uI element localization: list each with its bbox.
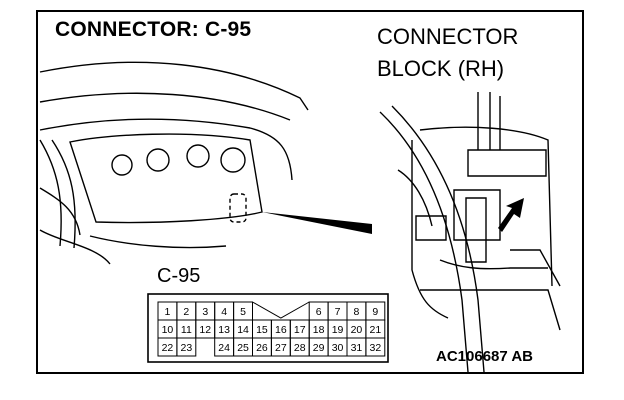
pin-number: 14 — [237, 324, 249, 336]
pin-number: 32 — [370, 342, 382, 354]
pin-number: 17 — [294, 324, 306, 336]
connector-outer-frame — [147, 293, 389, 363]
connector-name-label: C-95 — [157, 265, 201, 287]
pin-number: 4 — [221, 306, 227, 318]
connector-block-label-line2: BLOCK (RH) — [377, 56, 505, 81]
pin-grid-lines — [157, 301, 386, 357]
pin-cell — [176, 337, 197, 357]
pin-number: 22 — [162, 342, 174, 354]
pin-number: 24 — [218, 342, 230, 354]
pin-number: 19 — [332, 324, 344, 336]
pin-number: 30 — [332, 342, 344, 354]
pin-number: 23 — [181, 342, 193, 354]
connector-title: CONNECTOR: C-95 — [55, 18, 252, 41]
pin-number: 27 — [275, 342, 287, 354]
pin-number: 29 — [313, 342, 325, 354]
pin-number: 16 — [275, 324, 287, 336]
figure-code: AC106687 AB — [436, 348, 533, 365]
connector-block-label-line1: CONNECTOR — [377, 24, 519, 49]
pin-number: 20 — [351, 324, 363, 336]
pin-number: 25 — [237, 342, 249, 354]
pin-number: 8 — [354, 306, 360, 318]
pin-number: 9 — [372, 306, 378, 318]
pin-number: 5 — [240, 306, 246, 318]
arrow-indicator — [498, 198, 524, 232]
pin-number: 1 — [165, 306, 171, 318]
pin-number: 13 — [218, 324, 230, 336]
pointer-wedge — [262, 212, 372, 234]
pin-number: 3 — [202, 306, 208, 318]
keying-notch — [252, 301, 310, 319]
pin-number: 21 — [370, 324, 382, 336]
pin-number: 7 — [335, 306, 341, 318]
pin-number: 31 — [351, 342, 363, 354]
pin-number: 11 — [181, 324, 192, 336]
pin-number: 15 — [256, 324, 268, 336]
pin-number: 18 — [313, 324, 325, 336]
pin-number: 6 — [316, 306, 322, 318]
pin-number: 28 — [294, 342, 306, 354]
dashboard-drawing — [39, 61, 309, 265]
connector-block-drawing — [379, 92, 561, 373]
pin-number: 12 — [199, 324, 211, 336]
pin-number: 26 — [256, 342, 268, 354]
pin-number: 2 — [183, 306, 189, 318]
pin-number: 10 — [162, 324, 174, 336]
pin-cell — [365, 337, 386, 357]
